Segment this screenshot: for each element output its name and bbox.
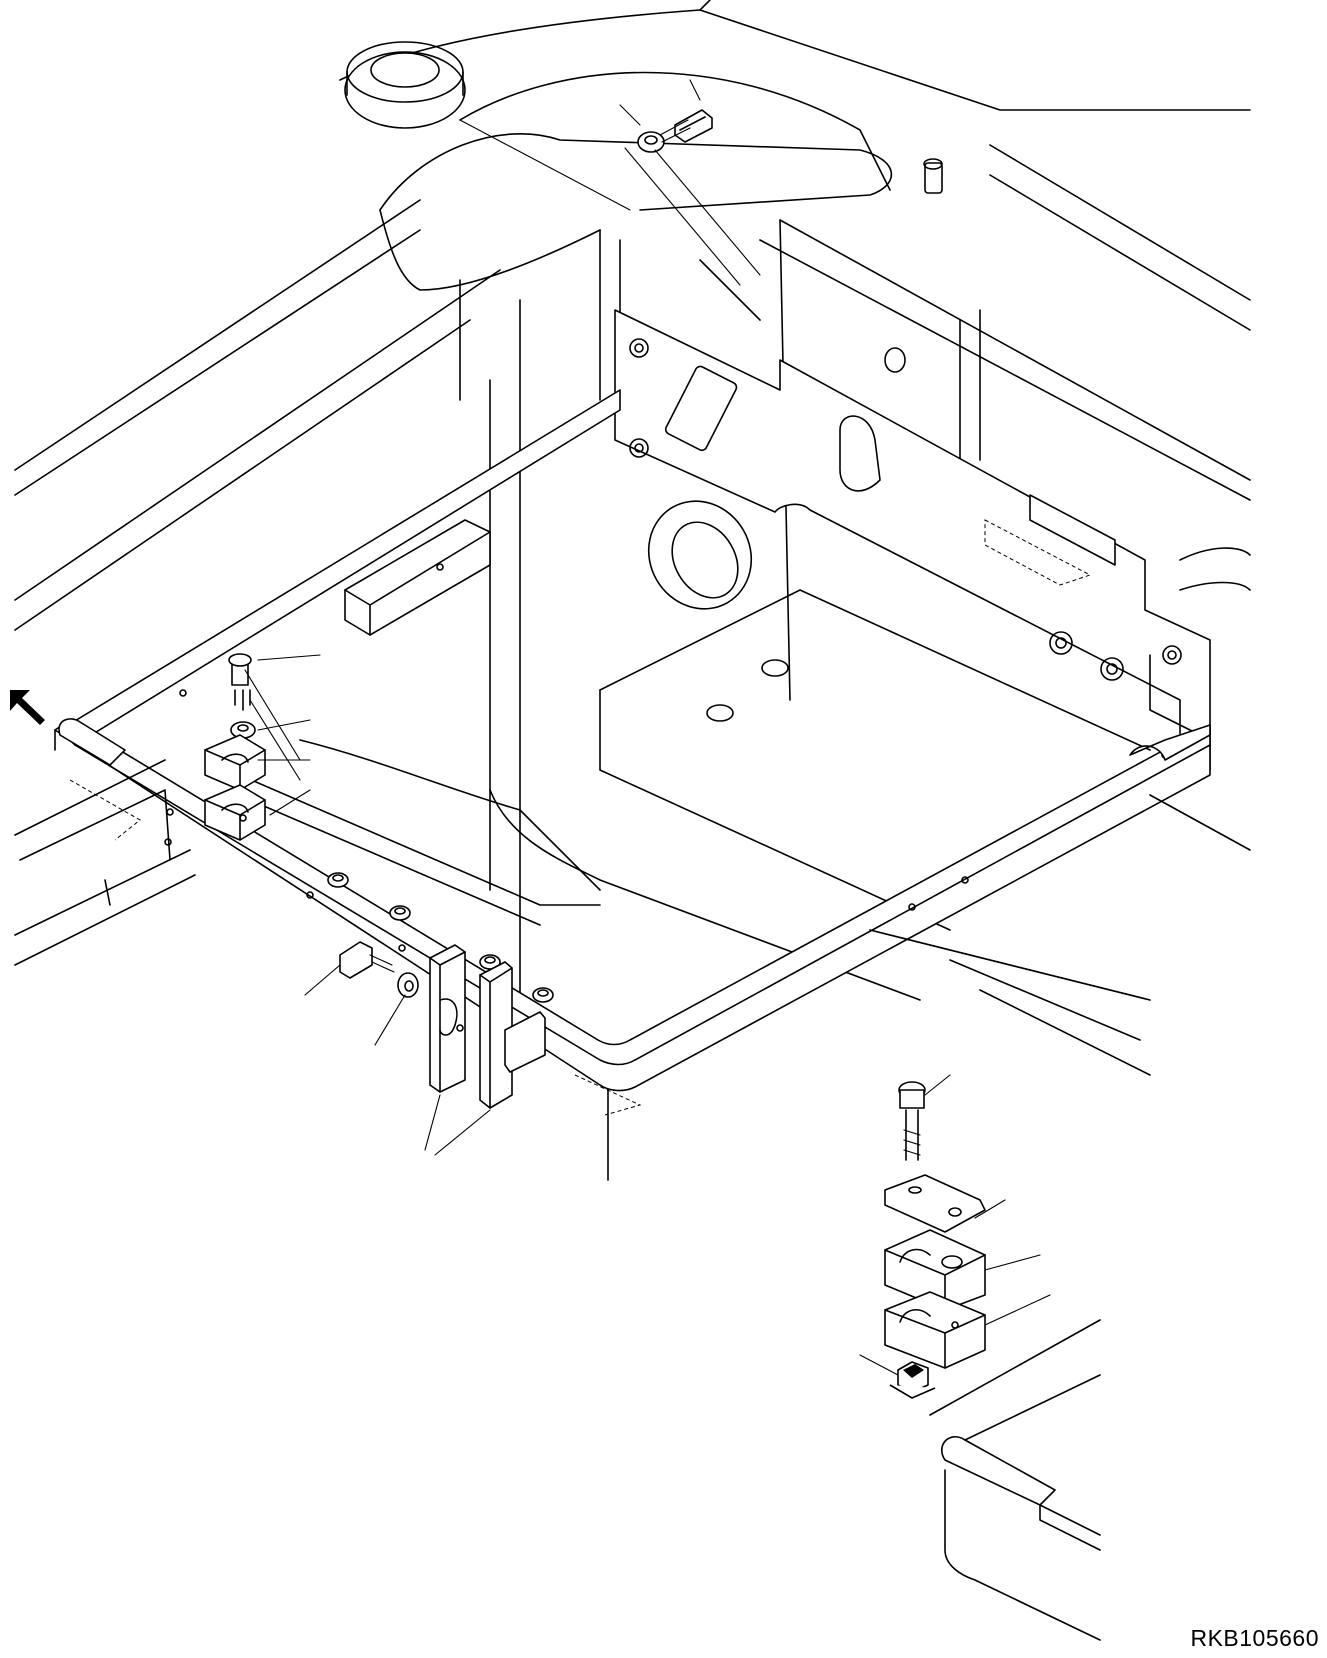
upper-frame (15, 0, 1250, 1060)
frame-cavity (240, 482, 1150, 1000)
arrow-icon (10, 690, 45, 725)
vertical-clamp-assembly (425, 945, 545, 1155)
mounting-plate (615, 310, 1210, 770)
nut-icons (328, 873, 553, 1002)
drawing-number: RKB105660 (1190, 1625, 1319, 1651)
lower-structure (15, 548, 1250, 1640)
tray-frame (55, 390, 1210, 1180)
front-bolt-assembly (305, 942, 418, 1045)
right-clamp-assembly (860, 1075, 1050, 1398)
left-clamp-assembly (205, 654, 320, 840)
top-bolt-assembly (620, 80, 760, 285)
